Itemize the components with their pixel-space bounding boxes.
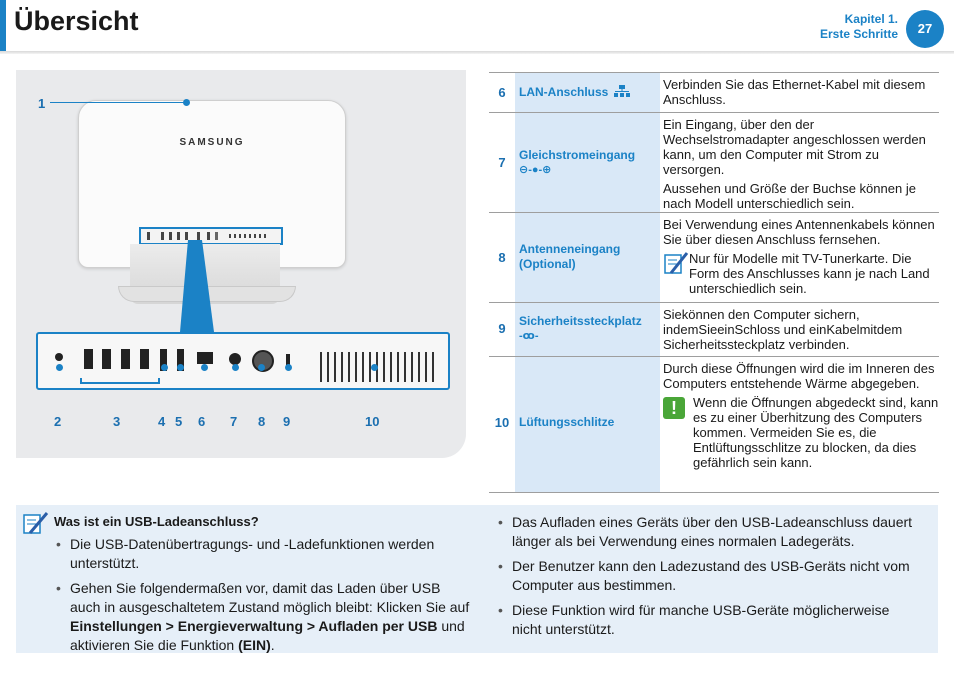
- row-description: Aussehen und Größe der Buchse können je …: [663, 181, 916, 211]
- callout-5: 5: [175, 414, 183, 429]
- row-name-cell: Antenneneingang (Optional): [515, 213, 660, 303]
- row-description: Durch diese Öffnungen wird die im Innere…: [663, 361, 935, 391]
- chapter-title: Erste Schritte: [819, 27, 898, 41]
- row-warning: ! Wenn die Öffnungen abgedeckt sind, kan…: [663, 395, 939, 470]
- callout-4: 4: [158, 414, 166, 429]
- warning-exclamation-icon: !: [663, 397, 685, 419]
- usb-note-left-list: Die USB-Datenübertragungs- und -Ladefunk…: [54, 535, 474, 661]
- callout-8: 8: [258, 414, 266, 429]
- usb-port-icon: [84, 349, 93, 369]
- callout-3: 3: [113, 414, 121, 429]
- page-title: Übersicht: [14, 6, 139, 36]
- usb-note-right-list: Das Aufladen eines Geräts über den USB-L…: [496, 513, 916, 645]
- callout-10: 10: [365, 414, 380, 429]
- row-name: Antenneneingang (Optional): [519, 242, 621, 271]
- vent-grille-icon: [320, 352, 436, 382]
- monitor-brand-logo: SAMSUNG: [179, 137, 245, 148]
- security-lock-symbol-icon: -ꝏ-: [519, 330, 539, 342]
- row-name: Lüftungsschlitze: [519, 415, 615, 429]
- chapter-label: Kapitel 1. Erste Schritte: [820, 12, 898, 42]
- table-row: 8 Antenneneingang (Optional) Bei Verwend…: [489, 212, 939, 303]
- table-row: 9 Sicherheitssteckplatz -ꝏ- Siekönnen de…: [489, 302, 939, 357]
- callout-1-leader: [50, 102, 186, 103]
- security-slot-icon: [286, 354, 290, 366]
- row-note: Nur für Modelle mit TV-Tunerkarte. Die F…: [663, 251, 939, 296]
- page-header: Übersicht Kapitel 1. Erste Schritte 27: [0, 0, 954, 56]
- antenna-port-icon: [252, 350, 274, 372]
- headphone-port-icon: [55, 353, 63, 361]
- row-description: Verbinden Sie das Ethernet-Kabel mit die…: [663, 77, 926, 107]
- row-number: 8: [498, 250, 506, 265]
- usb-port-icon: [140, 349, 149, 369]
- list-item: Die USB-Datenübertragungs- und -Ladefunk…: [54, 535, 474, 573]
- row-description: Bei Verwendung eines Antennenkabels könn…: [663, 217, 935, 247]
- list-item: Der Benutzer kann den Ladezustand des US…: [496, 557, 916, 595]
- row-name-cell: Lüftungsschlitze: [515, 357, 660, 492]
- header-divider: [0, 51, 954, 54]
- row-name-cell: LAN-Anschluss: [515, 73, 660, 113]
- row-description: Siekönnen den Computer sichern, indemSie…: [663, 307, 903, 352]
- lan-port-icon: [197, 352, 213, 364]
- row-name: Gleichstromeingang: [519, 148, 636, 162]
- usb-port-icon: [121, 349, 130, 369]
- dc-input-port-icon: [229, 353, 241, 365]
- title-accent-bar: [0, 0, 6, 52]
- row-number: 9: [498, 321, 506, 336]
- row-name-cell: Sicherheitssteckplatz -ꝏ-: [515, 303, 660, 357]
- list-item: Das Aufladen eines Geräts über den USB-L…: [496, 513, 916, 551]
- note-pen-icon: [23, 512, 49, 534]
- row-warning-text: Wenn die Öffnungen abgedeckt sind, kann …: [693, 395, 939, 470]
- usb-note-title: Was ist ein USB-Ladeanschluss?: [54, 514, 259, 529]
- chapter-number: Kapitel 1.: [844, 12, 898, 26]
- callout-3-bracket: [80, 378, 160, 384]
- callout-2: 2: [54, 414, 62, 429]
- row-number: 7: [498, 155, 506, 170]
- row-description: Ein Eingang, über den der Wechselstromad…: [663, 117, 926, 177]
- usb-charge-port-icon: [177, 349, 184, 371]
- table-row: 6 LAN-Anschluss Verbinden Sie das Ethern…: [489, 72, 939, 113]
- lan-icon: [613, 85, 630, 97]
- callout-1: 1: [38, 96, 46, 111]
- hdmi-port-icon: [160, 349, 167, 371]
- page-number-badge: 27: [906, 10, 944, 48]
- list-item: Diese Funktion wird für manche USB-Gerät…: [496, 601, 916, 639]
- row-name: LAN-Anschluss: [519, 85, 609, 99]
- usb-charging-note: Was ist ein USB-Ladeanschluss? Die USB-D…: [16, 505, 938, 653]
- row-number: 10: [494, 415, 510, 430]
- row-name: Sicherheitssteckplatz: [519, 314, 642, 328]
- row-name-cell: Gleichstromeingang ⊖-●-⊕: [515, 113, 660, 213]
- callout-6: 6: [198, 414, 206, 429]
- table-row: 10 Lüftungsschlitze Durch diese Öffnunge…: [489, 356, 939, 493]
- callout-7: 7: [230, 414, 238, 429]
- zoom-connector-icon: [180, 240, 214, 332]
- note-pen-icon: [664, 252, 689, 274]
- table-row: 7 Gleichstromeingang ⊖-●-⊕ Ein Eingang, …: [489, 112, 939, 213]
- callout-1-dot: [183, 99, 190, 106]
- callout-9: 9: [283, 414, 291, 429]
- dc-input-symbol-icon: ⊖-●-⊕: [519, 164, 552, 176]
- row-number: 6: [498, 85, 506, 100]
- list-item: Gehen Sie folgendermaßen vor, damit das …: [54, 579, 474, 655]
- row-note-text: Nur für Modelle mit TV-Tunerkarte. Die F…: [689, 251, 930, 296]
- usb-port-icon: [102, 349, 111, 369]
